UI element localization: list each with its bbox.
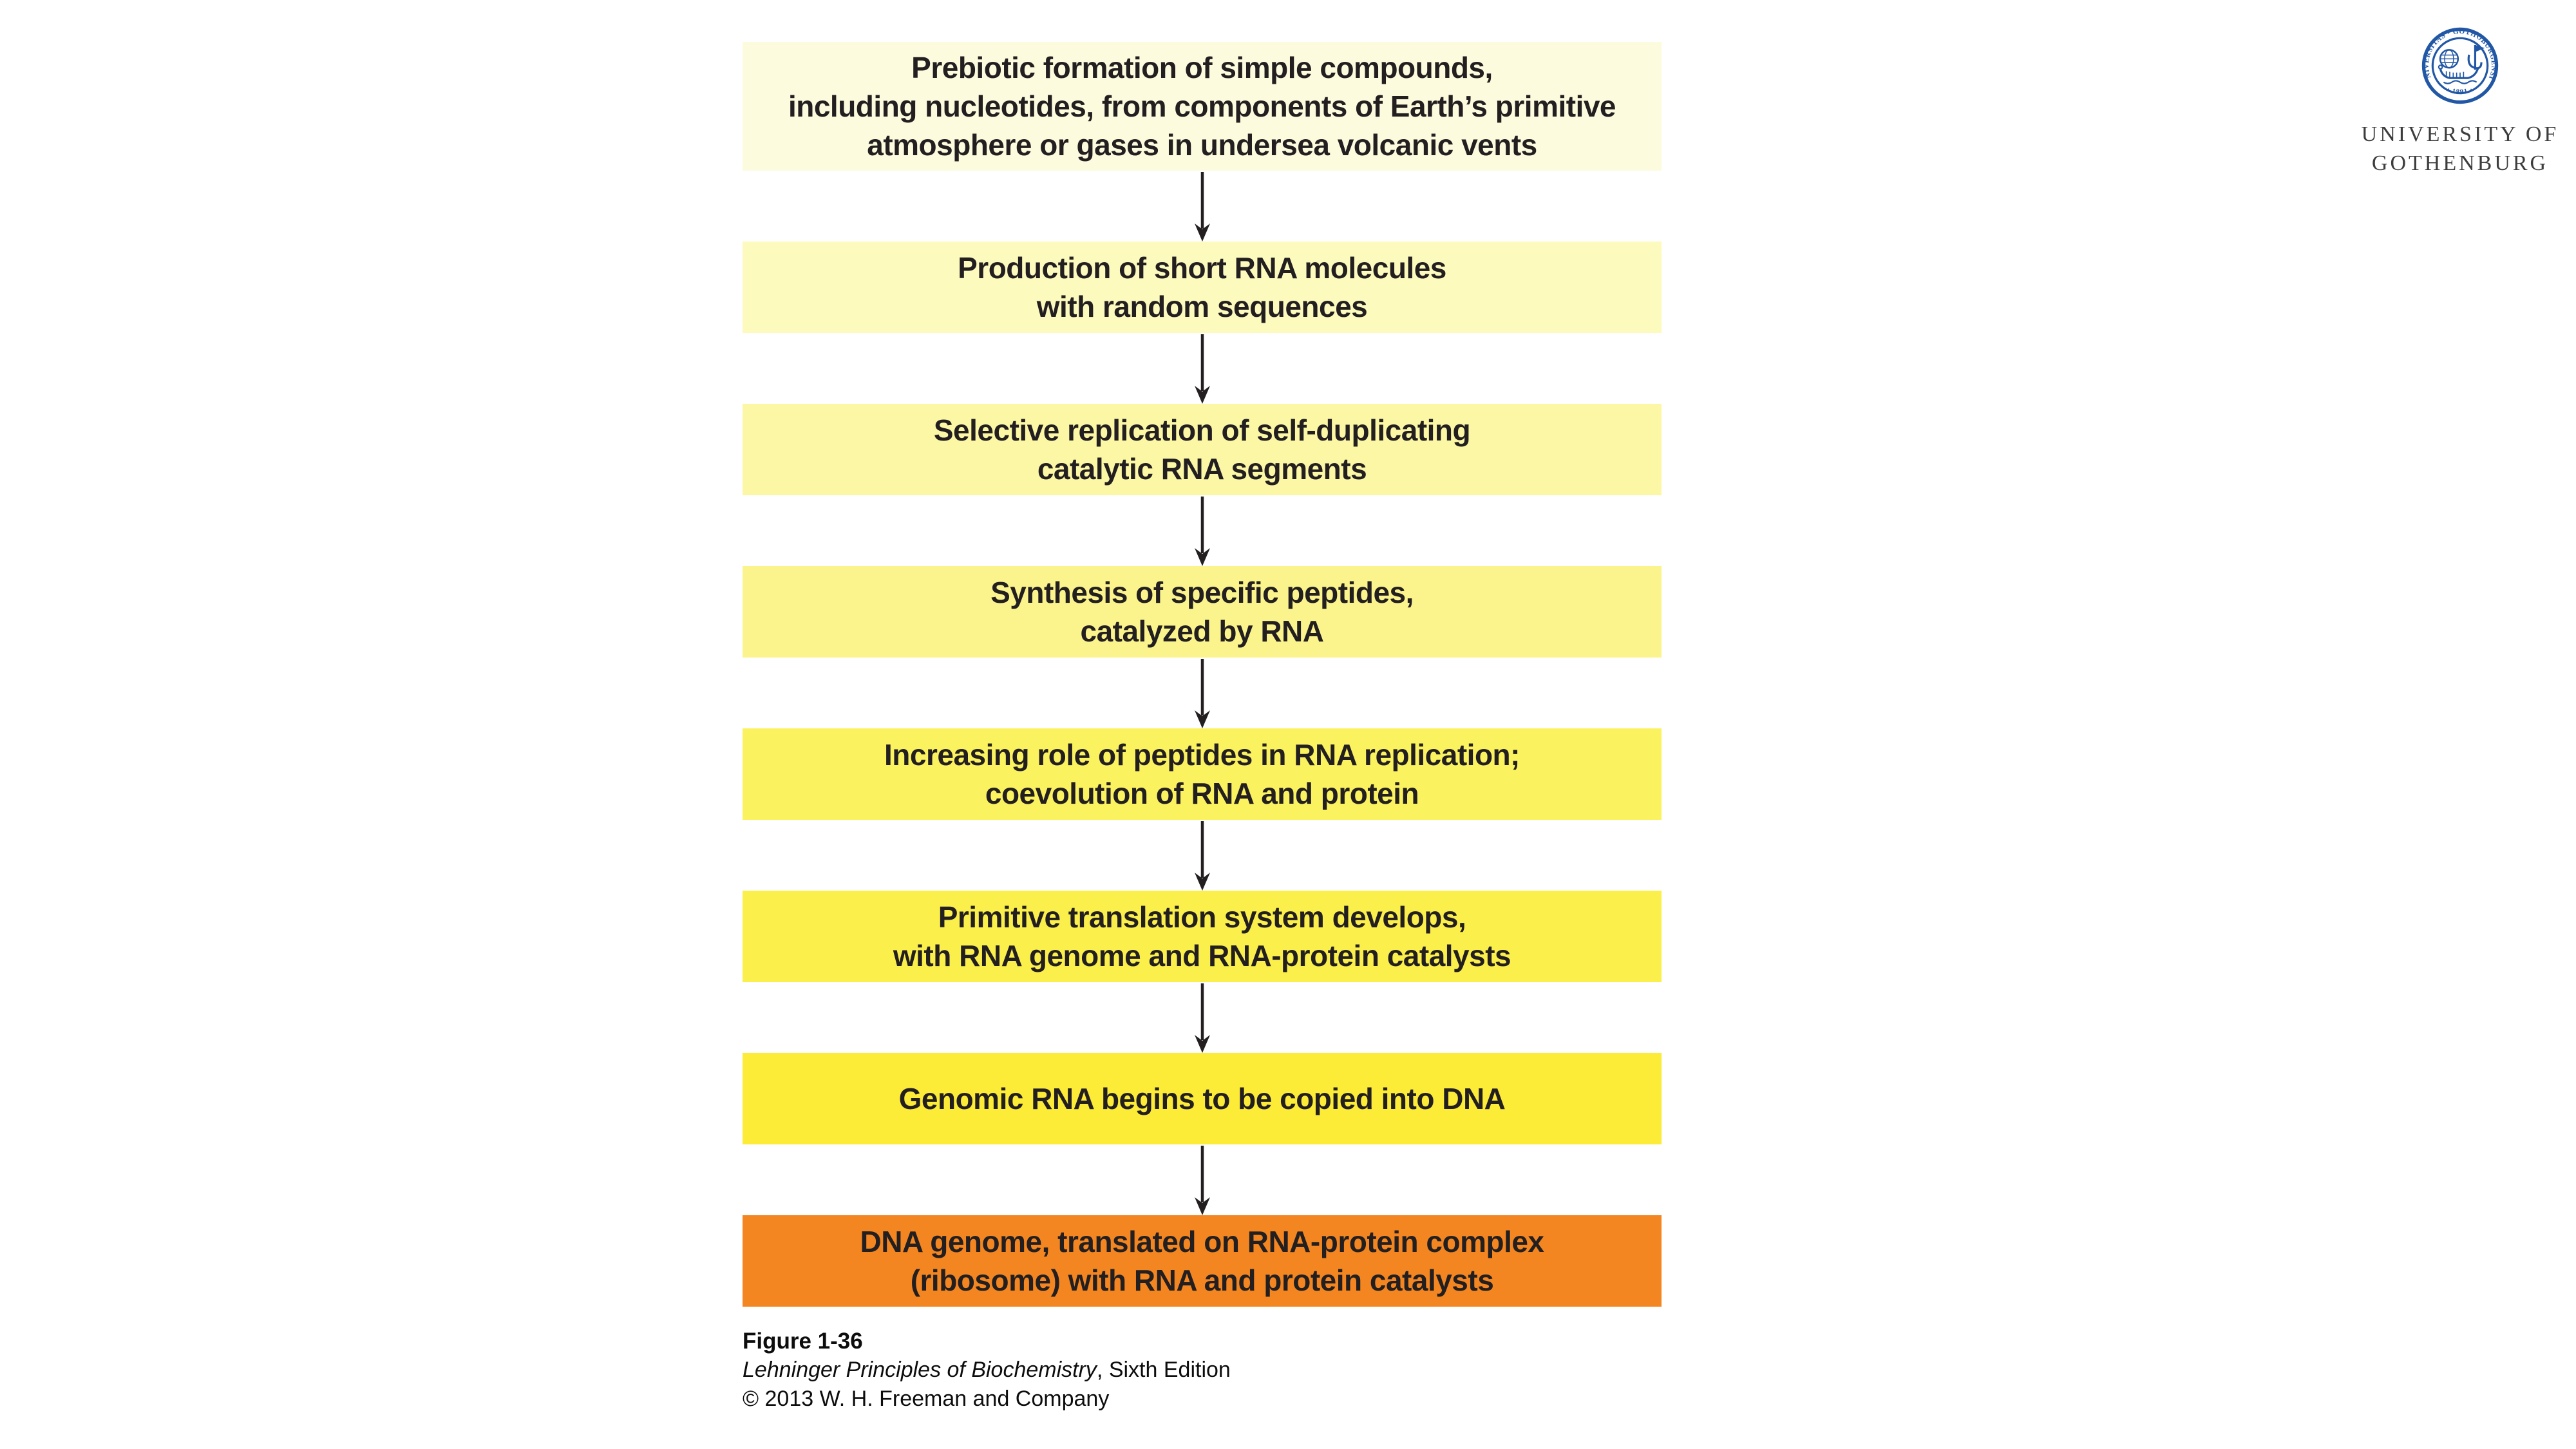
flow-step-text: Genomic RNA begins to be copied into DNA (898, 1082, 1506, 1115)
flow-step-box: Primitive translation system develops, wi… (743, 891, 1662, 982)
flow-step-text: Prebiotic formation of simple compounds, (911, 51, 1493, 84)
flow-step-box: Production of short RNA molecules with ra… (743, 242, 1662, 333)
flow-step-box: Genomic RNA begins to be copied into DNA (743, 1053, 1662, 1144)
flowchart: Prebiotic formation of simple compounds,… (743, 42, 1662, 1307)
flow-step-text: Increasing role of peptides in RNA repli… (884, 738, 1520, 772)
flow-step-text: including nucleotides, from components o… (788, 90, 1616, 123)
flow-step-text: (ribosome) with RNA and protein catalyst… (910, 1264, 1494, 1297)
down-arrow-icon (743, 1144, 1662, 1215)
down-arrow-icon (743, 333, 1662, 404)
flow-step-text: Production of short RNA molecules (958, 251, 1446, 285)
down-arrow-icon (743, 658, 1662, 728)
copyright-line: © 2013 W. H. Freeman and Company (743, 1387, 1110, 1411)
flow-step-text: atmosphere or gases in undersea volcanic… (867, 128, 1537, 162)
down-arrow-icon (743, 820, 1662, 891)
book-title: Lehninger Principles of Biochemistry (743, 1358, 1097, 1382)
flow-step-text: with RNA genome and RNA-protein catalyst… (893, 939, 1511, 972)
university-logo: UNIVERSITAS · GOTHOBURGENSIS · 1891 · UN… (2331, 24, 2576, 178)
down-arrow-icon (743, 171, 1662, 242)
svg-text:· 1891 ·: · 1891 · (2445, 86, 2474, 97)
university-name-line2: GOTHENBURG (2371, 151, 2549, 175)
flow-step-box: Prebiotic formation of simple compounds,… (743, 42, 1662, 171)
flow-step-text: catalyzed by RNA (1080, 614, 1324, 648)
figure-caption: Figure 1-36 Lehninger Principles of Bioc… (743, 1327, 1231, 1414)
university-name-line1: UNIVERSITY OF (2361, 122, 2559, 146)
university-name: UNIVERSITY OF GOTHENBURG (2331, 120, 2576, 178)
flow-step-box: Synthesis of specific peptides, catalyzed… (743, 566, 1662, 658)
flow-step-text: Selective replication of self-duplicatin… (933, 413, 1471, 447)
flow-step-text: DNA genome, translated on RNA-protein co… (860, 1225, 1544, 1258)
book-edition: , Sixth Edition (1096, 1358, 1231, 1382)
figure-number: Figure 1-36 (743, 1329, 863, 1354)
university-seal-icon: UNIVERSITAS · GOTHOBURGENSIS · 1891 · (2419, 24, 2499, 104)
flow-step-text: with random sequences (1036, 290, 1368, 323)
flow-step-box: Selective replication of self-duplicatin… (743, 404, 1662, 495)
flow-step-text: catalytic RNA segments (1037, 452, 1367, 486)
flow-step-text: coevolution of RNA and protein (985, 777, 1419, 810)
flow-step-text: Synthesis of specific peptides, (990, 576, 1414, 609)
flow-step-box: DNA genome, translated on RNA-protein co… (743, 1215, 1662, 1307)
flow-step-text: Primitive translation system develops, (938, 900, 1466, 934)
down-arrow-icon (743, 495, 1662, 566)
seal-year-text: · 1891 · (2445, 86, 2474, 97)
book-title-line: Lehninger Principles of Biochemistry, Si… (743, 1356, 1231, 1385)
flow-step-box: Increasing role of peptides in RNA repli… (743, 728, 1662, 820)
down-arrow-icon (743, 982, 1662, 1053)
